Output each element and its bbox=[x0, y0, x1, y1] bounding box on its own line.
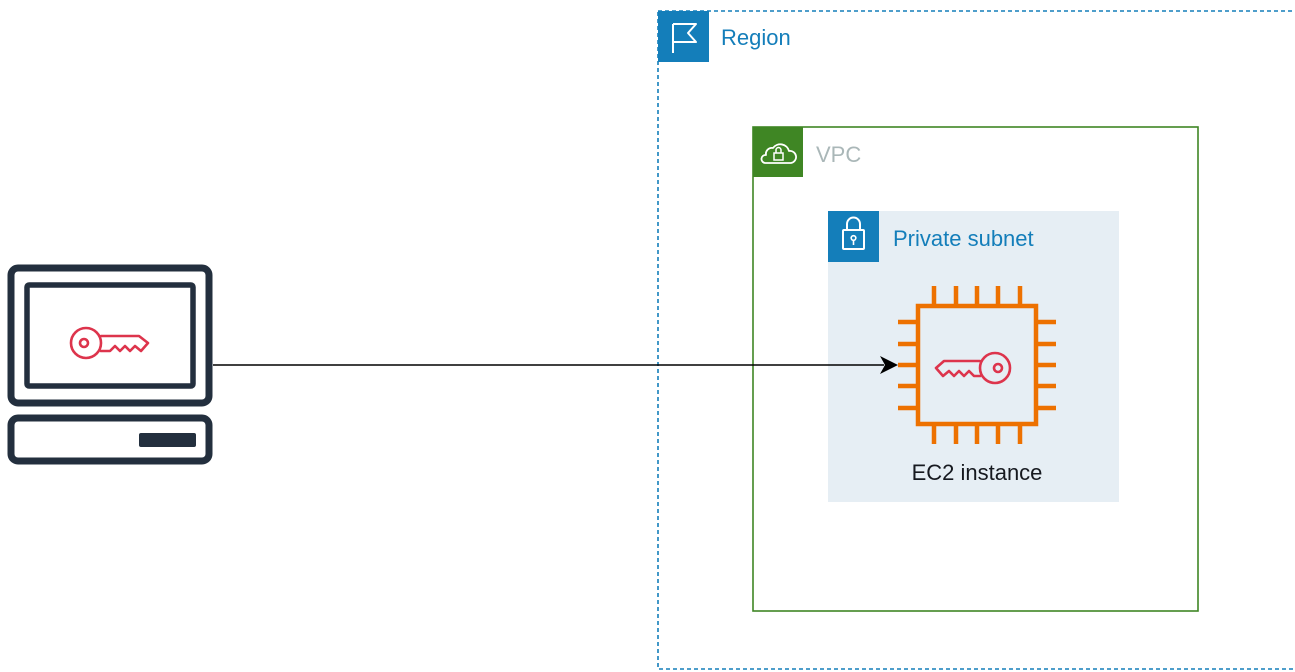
cloud-lock-icon bbox=[753, 127, 803, 177]
ec2-instance-label: EC2 instance bbox=[912, 460, 1043, 485]
region-label: Region bbox=[721, 25, 791, 50]
vpc-label: VPC bbox=[816, 142, 861, 167]
connector-arrow bbox=[213, 356, 898, 374]
private-subnet-group: Private subnet bbox=[828, 211, 1119, 502]
ec2-key-icon bbox=[934, 351, 1012, 385]
region-boundary bbox=[657, 10, 1295, 670]
client-computer bbox=[7, 264, 213, 465]
region-group: Region bbox=[657, 10, 1295, 670]
chip-key-icon bbox=[898, 286, 1056, 444]
computer-icon bbox=[7, 264, 213, 465]
flag-icon bbox=[658, 11, 709, 62]
client-key-icon bbox=[69, 326, 150, 360]
vpc-group: VPC bbox=[752, 126, 1199, 612]
padlock-icon bbox=[828, 211, 879, 262]
drive-slot bbox=[139, 433, 196, 447]
vpc-boundary bbox=[752, 126, 1199, 612]
arrowhead bbox=[880, 356, 898, 374]
ec2-instance-node: EC2 instance bbox=[898, 286, 1056, 485]
subnet-label: Private subnet bbox=[893, 226, 1034, 251]
